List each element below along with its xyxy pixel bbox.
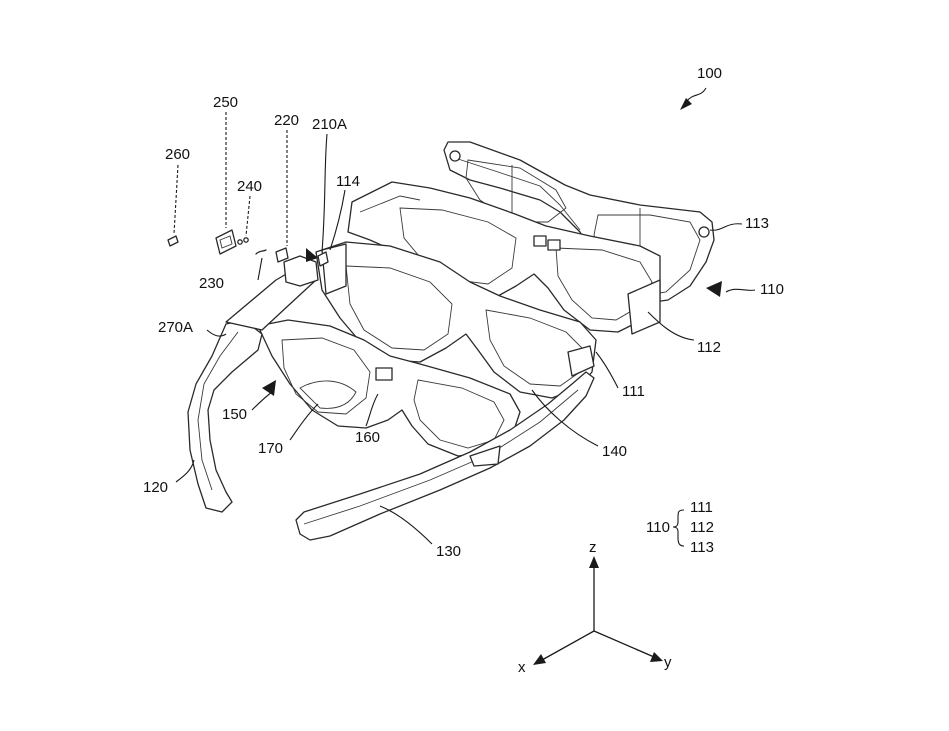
label-250: 250 <box>213 94 238 111</box>
label-120: 120 <box>143 479 168 496</box>
legend-brace <box>673 510 684 546</box>
y-axis-arrow-icon <box>650 652 663 662</box>
legend-item-111: 111 <box>690 499 713 516</box>
legend-item-113: 113 <box>690 539 714 556</box>
z-axis-arrow-icon <box>589 556 599 568</box>
x-axis-arrow-icon <box>533 654 546 665</box>
label-210A: 210A <box>312 116 347 133</box>
coordinate-axes: z x y <box>518 539 672 676</box>
label-140: 140 <box>602 443 627 460</box>
label-160: 160 <box>355 429 380 446</box>
label-240: 240 <box>237 178 262 195</box>
label-270A: 270A <box>158 319 193 336</box>
arrow-110-icon <box>706 281 722 297</box>
label-170: 170 <box>258 440 283 457</box>
label-112: 112 <box>697 339 721 356</box>
arrow-150-icon <box>262 380 276 396</box>
axis-label-y: y <box>664 654 672 671</box>
label-150: 150 <box>222 406 247 423</box>
axis-label-x: x <box>518 659 526 676</box>
component-legend: 110 111 112 113 <box>646 499 714 556</box>
arrow-100-icon <box>680 98 692 110</box>
axis-label-z: z <box>589 539 597 556</box>
component-250 <box>216 230 236 254</box>
component-240 <box>238 240 242 244</box>
label-260: 260 <box>165 146 190 163</box>
component-230 <box>256 250 266 254</box>
component-220 <box>276 248 288 262</box>
label-111: 111 <box>622 383 645 400</box>
label-113: 113 <box>745 215 769 232</box>
label-220: 220 <box>274 112 299 129</box>
legend-item-112: 112 <box>690 519 714 536</box>
label-110: 110 <box>760 281 784 298</box>
legend-group-label: 110 <box>646 519 670 536</box>
component-260 <box>168 236 178 246</box>
label-230: 230 <box>199 275 224 292</box>
label-130: 130 <box>436 543 461 560</box>
label-100: 100 <box>697 65 722 82</box>
label-114: 114 <box>336 173 360 190</box>
